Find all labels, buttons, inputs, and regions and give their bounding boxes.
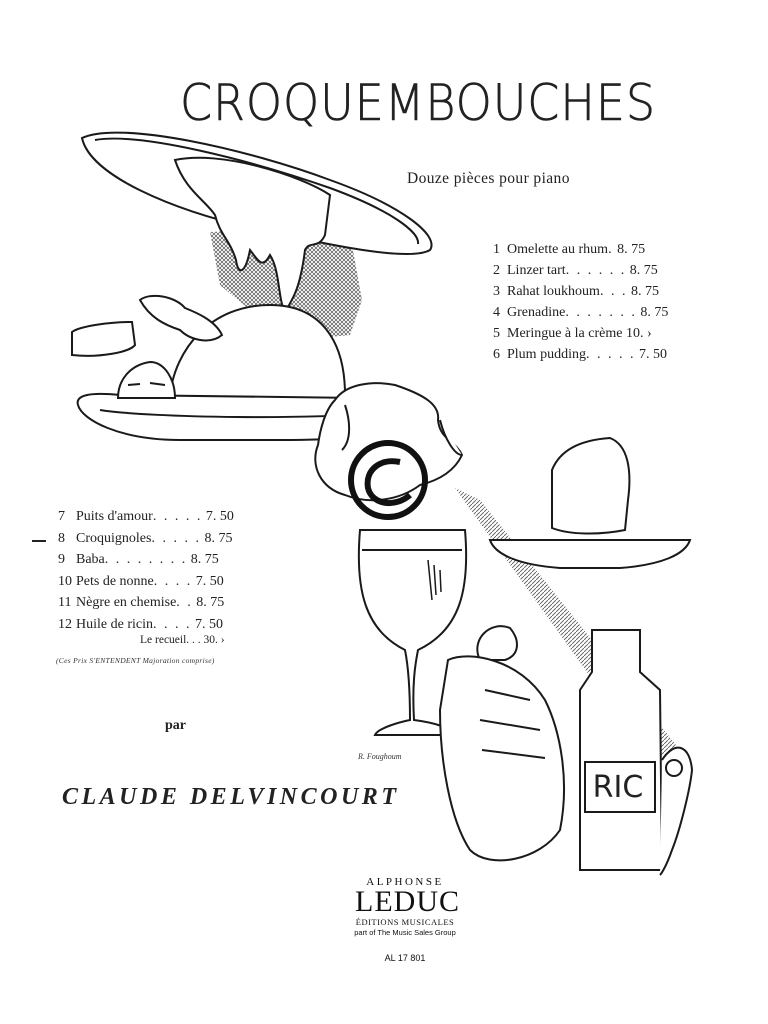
ricin-bottle (579, 629, 664, 871)
page-title: CROQUEMBOUCHES (180, 74, 656, 133)
subtitle: Douze pièces pour piano (407, 170, 570, 187)
publisher-line2: ÉDITIONS MUSICALES (355, 917, 455, 927)
composer-name: CLAUDE DELVINCOURT (62, 784, 400, 810)
cream-drip (173, 156, 332, 314)
catalog-number: AL 17 801 (384, 953, 426, 963)
swirl-emblem (348, 440, 428, 520)
by-label: par (165, 718, 186, 733)
marker-dash (32, 540, 46, 542)
publisher-group: part of The Music Sales Group (354, 928, 456, 937)
reclining-figure (438, 625, 694, 876)
price-note: (Ces Prix S'ENTENDENT Majoration compris… (56, 656, 215, 665)
publisher-name: LEDUC (355, 885, 460, 918)
collection-price: Le recueil. . . 30. › (140, 634, 225, 646)
publisher-line1: ALPHONSE (366, 876, 444, 888)
cake-plate (488, 436, 692, 569)
illustrator-signature: R. Foughoum (358, 752, 402, 761)
left-figure (71, 294, 224, 399)
bottle-label: RIC (592, 770, 644, 805)
